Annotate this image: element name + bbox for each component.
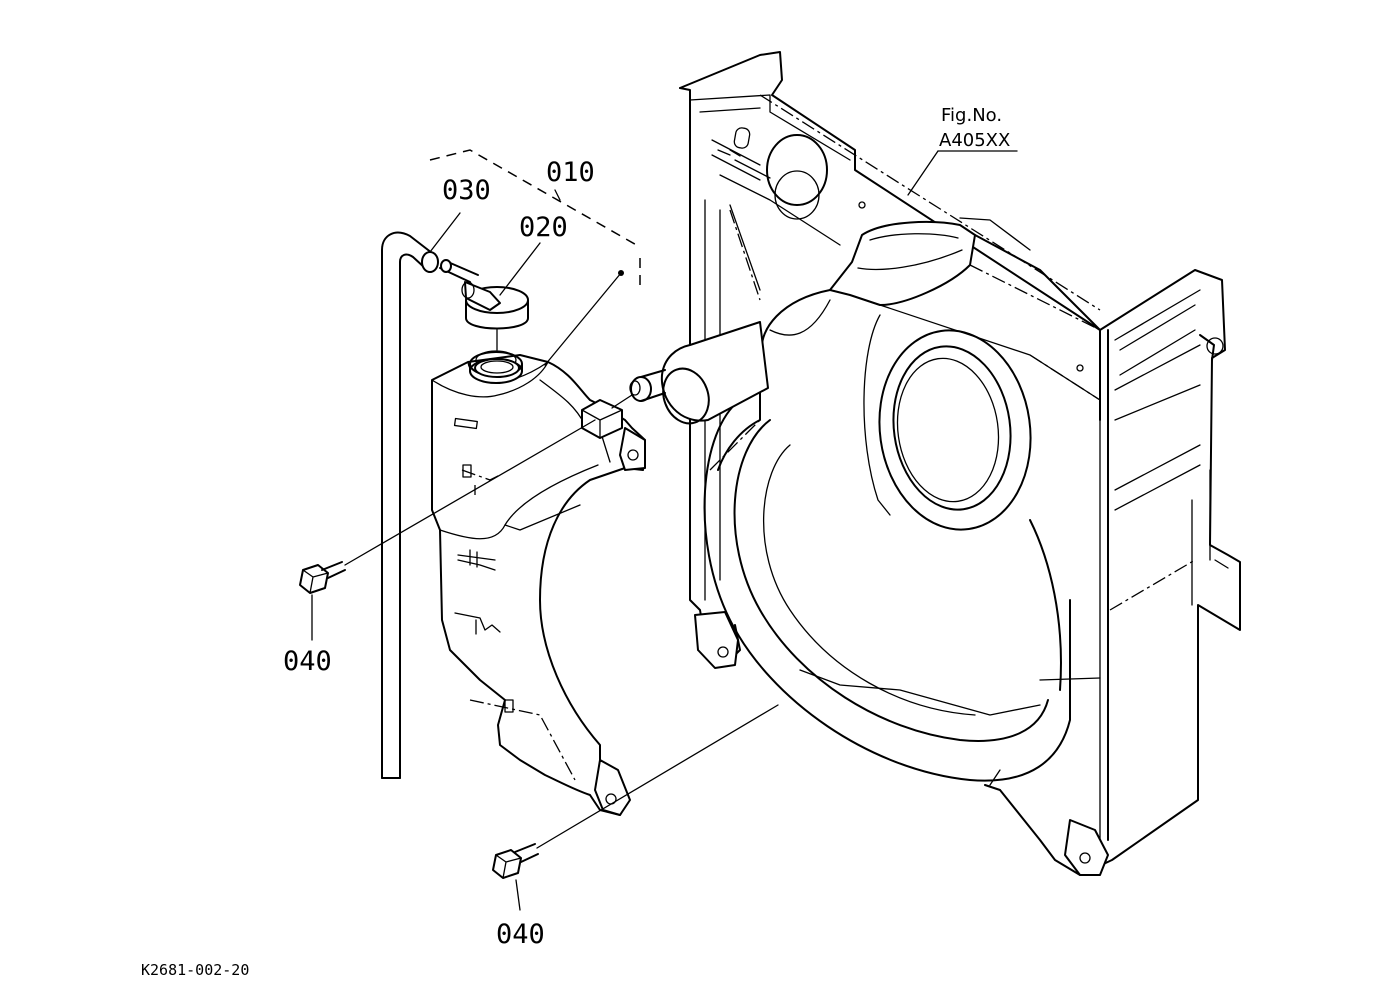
label-040-left: 040 [283, 646, 332, 677]
label-010: 010 [546, 157, 595, 188]
bolt-left [299, 561, 346, 594]
fan-shroud-assembly [629, 51, 1241, 876]
overflow-hose [381, 231, 439, 779]
figure-reference: Fig.No. A405XX [907, 105, 1018, 196]
radiator-cap [439, 259, 529, 330]
leader-lines [311, 149, 779, 911]
reserve-tank [431, 350, 646, 816]
label-030: 030 [442, 175, 491, 206]
label-040-bottom: 040 [496, 919, 545, 950]
fig-ref-line2: A405XX [939, 130, 1010, 151]
drawing-code: K2681-002-20 [141, 961, 249, 979]
o-ring [474, 358, 520, 378]
label-020: 020 [519, 212, 568, 243]
bolt-bottom [492, 843, 539, 879]
fig-ref-line1: Fig.No. [941, 105, 1002, 126]
